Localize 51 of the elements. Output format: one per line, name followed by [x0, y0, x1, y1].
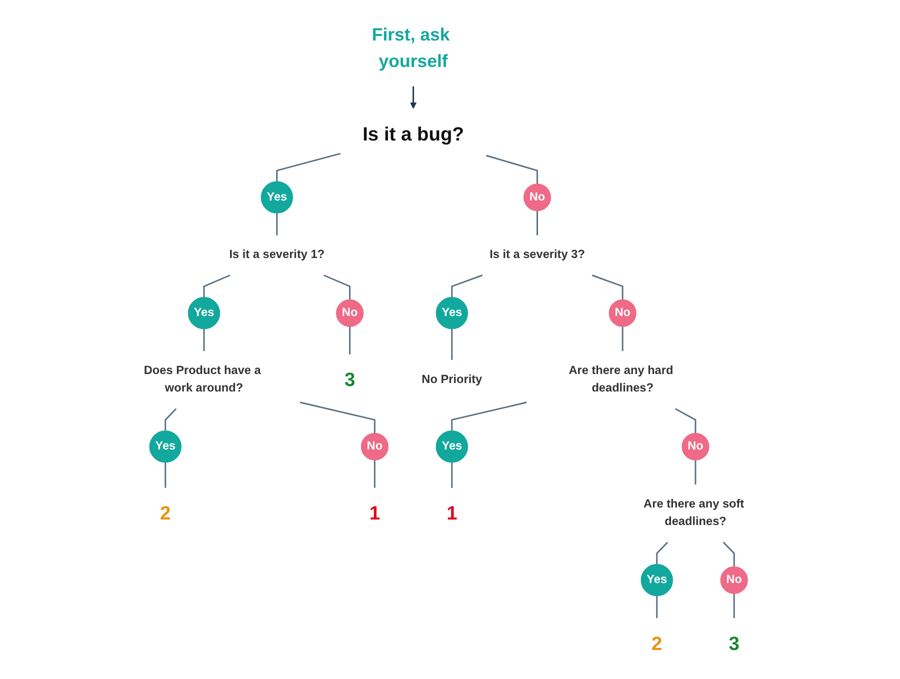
connector — [374, 460, 376, 488]
connector — [451, 462, 453, 488]
connector — [276, 212, 278, 235]
connector — [324, 274, 351, 300]
node-text: 2 — [652, 632, 662, 654]
connector — [656, 595, 658, 618]
node-text: Are there any soft deadlines? — [644, 497, 744, 528]
node-circle: No — [720, 566, 748, 594]
connector — [204, 328, 205, 351]
node-circle: Yes — [188, 296, 220, 329]
node-text: 3 — [344, 368, 356, 390]
connector — [164, 408, 177, 430]
connector — [734, 593, 736, 618]
node-text: First, ask yourself — [372, 24, 450, 72]
node-text: Are there any hard deadlines? — [568, 364, 674, 394]
node-text: Is it a severity 1? — [229, 248, 325, 261]
connector — [486, 154, 538, 184]
connector — [592, 274, 624, 300]
connector — [675, 408, 696, 433]
node-text: 2 — [160, 501, 171, 524]
node-circle: No — [336, 298, 364, 326]
connector — [656, 541, 668, 564]
node-circle: No — [682, 432, 710, 460]
connector — [300, 401, 376, 433]
connector — [695, 460, 696, 484]
node-circle: Yes — [436, 296, 468, 329]
node-circle: Yes — [641, 564, 674, 596]
node-circle: Yes — [150, 430, 182, 462]
connector — [276, 152, 341, 182]
node-circle: No — [609, 298, 637, 326]
node-text: 3 — [729, 632, 740, 654]
connector — [451, 328, 453, 360]
connector — [349, 326, 351, 354]
arrow — [410, 86, 417, 108]
connector — [204, 274, 231, 297]
node-text: Does Product have a work around? — [144, 364, 262, 394]
connector — [536, 210, 538, 235]
node-text: Is it a severity 3? — [490, 248, 586, 261]
node-circle: No — [524, 183, 552, 211]
node-circle: Yes — [436, 430, 468, 462]
node-text: 1 — [370, 501, 380, 524]
node-circle: Yes — [261, 180, 294, 214]
connector — [451, 274, 483, 297]
connector — [451, 401, 527, 430]
node-text: Is it a bug? — [362, 122, 464, 144]
node-circle: No — [361, 432, 389, 460]
node-text: 1 — [446, 501, 458, 524]
node-text: No Priority — [422, 372, 482, 386]
connector — [164, 462, 166, 488]
connector — [723, 541, 736, 566]
connector — [622, 326, 624, 351]
